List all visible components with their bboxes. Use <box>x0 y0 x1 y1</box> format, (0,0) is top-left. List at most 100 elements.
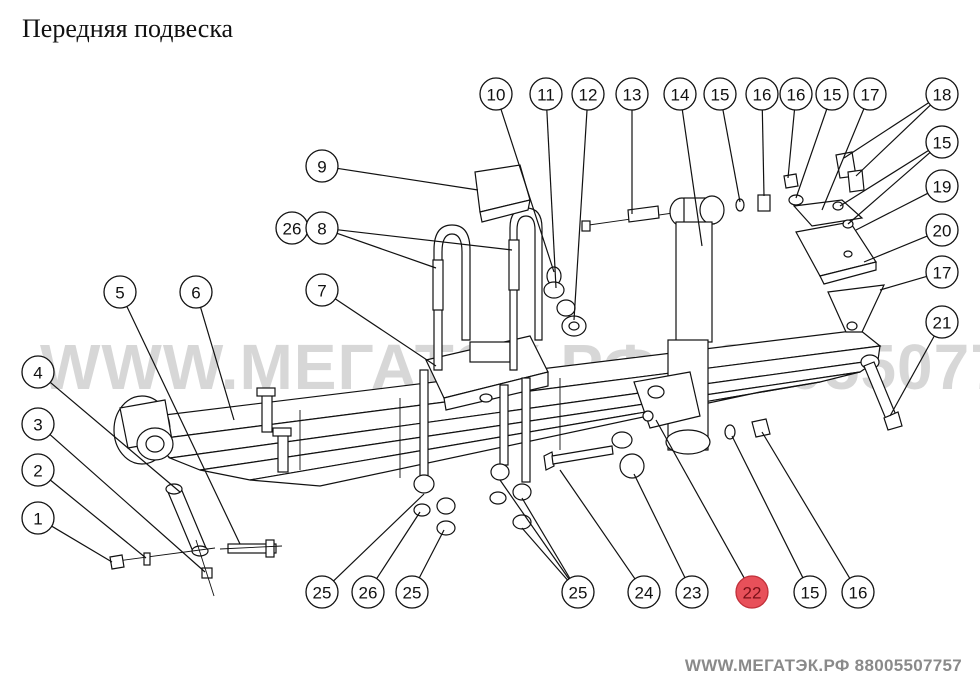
callout-circle <box>615 77 649 111</box>
callout-number: 15 <box>801 584 820 603</box>
callout-number: 19 <box>933 178 952 197</box>
leader-line <box>821 108 865 211</box>
callout-number: 25 <box>403 584 422 603</box>
callout-number: 25 <box>313 584 332 603</box>
leader-line <box>855 192 929 231</box>
leader-line <box>500 109 555 273</box>
callout-number: 15 <box>711 86 730 105</box>
callout-15: 15 <box>703 77 741 203</box>
callout-number: 14 <box>671 86 690 105</box>
bottom-nut-washer <box>724 418 771 440</box>
callout-number: 20 <box>933 222 952 241</box>
callout-circle <box>925 77 959 111</box>
callout-15: 15 <box>795 77 849 199</box>
callout-15: 15 <box>731 435 827 609</box>
eye-bolt <box>219 539 283 558</box>
leader-line <box>855 104 931 177</box>
callout-number: 8 <box>317 220 326 239</box>
callout-14: 14 <box>663 77 703 247</box>
callout-number: 5 <box>115 284 124 303</box>
callout-20: 20 <box>863 213 959 263</box>
callout-number: 23 <box>683 584 702 603</box>
callout-circle <box>675 575 709 609</box>
callout-16: 16 <box>761 431 875 609</box>
callout-circle <box>479 77 513 111</box>
callout-number: 17 <box>861 86 880 105</box>
leader-line <box>521 527 568 581</box>
u-bolt-nuts <box>413 463 532 536</box>
u-bolt-left <box>432 224 471 371</box>
leader-line <box>418 529 445 579</box>
leader-line <box>49 434 206 573</box>
leader-line <box>847 152 931 225</box>
callout-circle <box>925 125 959 159</box>
callout-number: 10 <box>487 86 506 105</box>
leader-line <box>731 435 804 578</box>
spring-clamps <box>256 387 292 473</box>
leader-line <box>337 229 513 251</box>
callout-16: 16 <box>745 77 779 197</box>
callout-9: 9 <box>305 149 479 191</box>
callout-5: 5 <box>103 275 241 545</box>
leader-line <box>879 275 927 291</box>
callout-25: 25 <box>305 493 425 609</box>
callout-circle <box>571 77 605 111</box>
callout-circle <box>305 575 339 609</box>
callout-17: 17 <box>879 255 959 291</box>
callout-circle <box>815 77 849 111</box>
callout-19: 19 <box>855 169 959 231</box>
callout-8: 8 <box>305 211 513 269</box>
callout-number: 1 <box>33 510 42 529</box>
callout-number: 22 <box>743 584 762 603</box>
callout-circle <box>703 77 737 111</box>
leader-line <box>199 307 235 421</box>
spring-eye <box>113 395 174 465</box>
leader-line <box>843 102 929 159</box>
callout-circle <box>179 275 213 309</box>
callout-number: 24 <box>635 584 654 603</box>
callout-circle <box>351 575 385 609</box>
long-bolt <box>543 431 645 479</box>
callout-circle <box>561 575 595 609</box>
page-title: Передняя подвеска <box>22 14 234 43</box>
callout-15: 15 <box>839 125 959 225</box>
callout-circle <box>925 169 959 203</box>
callout-13: 13 <box>615 77 649 214</box>
callout-10: 10 <box>479 77 555 273</box>
bump-stop <box>474 164 531 223</box>
callout-number: 9 <box>317 158 326 177</box>
callout-2: 2 <box>21 453 147 559</box>
callout-number: 25 <box>569 584 588 603</box>
callout-number: 15 <box>933 134 952 153</box>
callout-number: 18 <box>933 86 952 105</box>
callout-4: 4 <box>21 355 181 493</box>
callout-number: 2 <box>33 462 42 481</box>
callout-circle <box>305 273 339 307</box>
callout-number: 4 <box>33 364 42 383</box>
spacer-rings <box>543 266 587 337</box>
leader-line <box>722 109 741 203</box>
leader-line <box>655 419 745 579</box>
leader-line <box>795 108 828 199</box>
callout-circle <box>627 575 661 609</box>
callout-circle <box>21 453 55 487</box>
callout-number: 16 <box>753 86 772 105</box>
leader-line <box>633 473 686 578</box>
callout-number: 21 <box>933 314 952 333</box>
callout-number: 26 <box>359 584 378 603</box>
callout-circle <box>305 211 339 245</box>
callout-circle <box>21 355 55 389</box>
callout-24: 24 <box>559 469 661 609</box>
callout-25: 25 <box>499 479 595 609</box>
callout-circle <box>853 77 887 111</box>
callout-number: 16 <box>849 584 868 603</box>
leader-line <box>787 109 796 179</box>
callout-circle <box>395 575 429 609</box>
shock-lower-mount <box>633 371 701 429</box>
leader-line <box>681 109 703 247</box>
callout-circle <box>925 255 959 289</box>
callout-number: 15 <box>823 86 842 105</box>
callout-circle <box>925 213 959 247</box>
leader-line <box>376 511 421 579</box>
